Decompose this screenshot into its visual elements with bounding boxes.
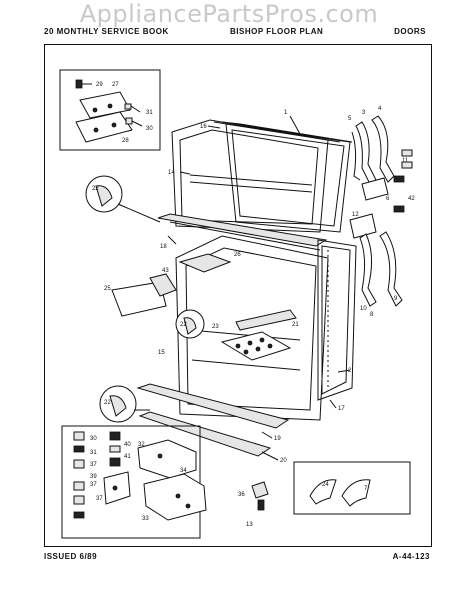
upper-door-gasket [225,123,351,233]
label-9: 9 [394,296,398,302]
label-13: 13 [246,522,253,528]
label-30b: 30 [90,436,97,442]
label-18: 18 [160,244,167,250]
label-3: 3 [362,110,366,116]
label-32: 32 [138,442,145,448]
door-shelf-rails [136,309,297,457]
label-22a: 22 [92,186,99,192]
detail-circle-lower [99,385,150,423]
hinge-parts-right [349,149,413,239]
label-28: 28 [122,138,129,144]
label-25: 25 [104,286,111,292]
label-31a: 31 [146,110,153,116]
label-16: 16 [200,124,207,130]
label-43: 43 [162,268,169,274]
label-42: 42 [408,196,415,202]
label-17: 17 [338,406,345,412]
label-5: 5 [348,116,352,122]
label-1: 1 [284,110,288,116]
label-15: 15 [158,350,165,356]
dairy-door-bin [111,253,232,317]
label-37c: 37 [96,496,103,502]
issued-date: ISSUED 6/89 [44,552,98,561]
label-26: 26 [234,252,241,258]
leader-lines [167,115,351,461]
page-header: 20 MONTHLY SERVICE BOOK BISHOP FLOOR PLA… [44,24,434,40]
label-39: 39 [90,474,97,480]
header-left-title: 20 MONTHLY SERVICE BOOK [44,27,169,36]
label-29: 29 [96,82,103,88]
label-4: 4 [378,106,382,112]
label-8: 8 [370,312,374,318]
label-7: 7 [364,486,368,492]
label-34: 34 [180,468,187,474]
part-labels: 1 2 3 4 5 6 7 8 9 10 11 12 13 14 15 16 1… [90,82,415,528]
label-12: 12 [352,212,359,218]
label-11: 11 [402,158,409,164]
label-21: 21 [292,322,299,328]
inset-top-hinge [59,69,161,151]
label-19: 19 [274,436,281,442]
lower-door-gasket [317,239,357,401]
detail-circle-upper [85,175,161,223]
lower-handle [359,231,403,307]
label-23: 23 [212,324,219,330]
label-14: 14 [168,170,175,176]
detail-circle-middle [175,309,205,339]
lower-fresh-food-door [175,235,329,421]
label-36: 36 [238,492,245,498]
label-40: 40 [124,442,131,448]
bottom-hinge-bracket [137,439,269,521]
label-2: 2 [348,368,352,374]
upper-freezer-door [171,119,353,233]
diagram-code: A-44-123 [392,552,430,561]
label-27: 27 [112,82,119,88]
diagram-frame [44,44,432,547]
header-section-title: DOORS [394,27,426,36]
label-30a: 30 [146,126,153,132]
inset-bottom-hinge [61,425,201,539]
freezer-shelf-bar [157,213,328,251]
label-37a: 37 [90,462,97,468]
label-6: 6 [386,196,390,202]
label-10: 10 [360,306,367,312]
upper-handle [351,115,395,185]
header-middle-title: BISHOP FLOOR PLAN [230,27,324,36]
label-33: 33 [142,516,149,522]
inset-bottom-right [293,461,411,515]
label-22b: 22 [180,322,187,328]
label-20: 20 [280,458,287,464]
label-24: 24 [322,482,329,488]
label-41: 41 [124,454,131,460]
label-37b: 37 [90,482,97,488]
label-22c: 22 [104,400,111,406]
egg-tray [220,331,292,361]
label-31b: 31 [90,450,97,456]
